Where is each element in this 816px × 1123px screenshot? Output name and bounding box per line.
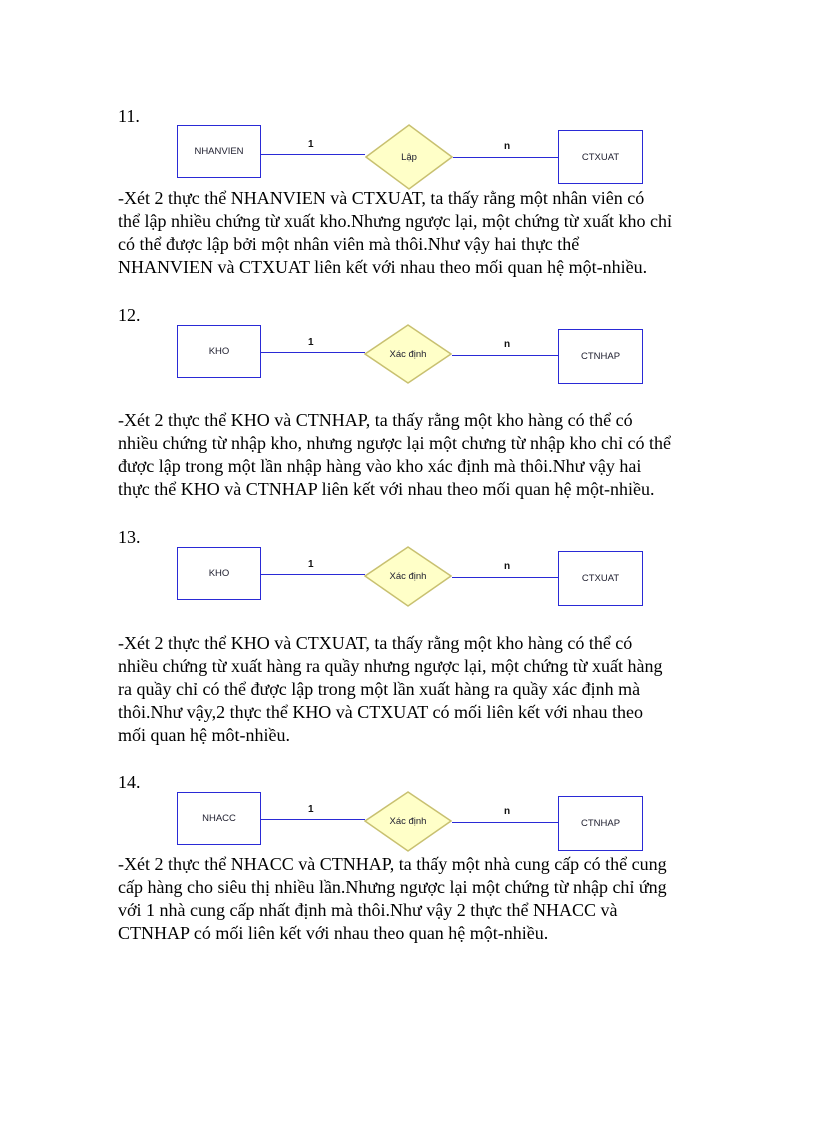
paragraph-13: -Xét 2 thực thể KHO và CTXUAT, ta thấy r… (118, 632, 708, 747)
section-number: 12. (118, 305, 141, 325)
paragraph-line: với 1 nhà cung cấp nhất định mà thôi.Như… (118, 900, 618, 920)
relationship-diamond: Lập (365, 124, 453, 190)
relationship-diamond: Xác định (364, 546, 452, 607)
paragraph-line: -Xét 2 thực thể KHO và CTXUAT, ta thấy r… (118, 633, 633, 653)
section-number: 14. (118, 772, 141, 792)
entity-box-left: NHACC (177, 792, 261, 845)
paragraph-line: NHANVIEN và CTXUAT liên kết với nhau the… (118, 257, 648, 277)
section-number: 13. (118, 527, 141, 547)
relationship-label: Xác định (389, 348, 427, 360)
entity-box-right: CTNHAP (558, 329, 643, 384)
diamond-shape-icon (365, 124, 453, 190)
diamond-shape-icon (364, 791, 452, 852)
paragraph-line: có thể được lập bởi một nhân viên mà thô… (118, 234, 580, 254)
er-diagram-11: NHANVIEN 1 Lập n CTXUAT (170, 122, 650, 192)
connector-line-left (261, 352, 365, 353)
paragraph-line: cấp hàng cho siêu thị nhiều lần.Nhưng ng… (118, 877, 667, 897)
relationship-label: Xác định (389, 816, 427, 827)
entity-box-right: CTXUAT (558, 551, 643, 606)
paragraph-11: -Xét 2 thực thể NHANVIEN và CTXUAT, ta t… (118, 187, 708, 279)
entity-box-right: CTXUAT (558, 130, 643, 184)
connector-line-left (261, 154, 365, 155)
cardinality-right: n (504, 806, 511, 817)
er-diagram-12: KHO 1 Xác định n CTNHAP (170, 322, 650, 392)
cardinality-left: 1 (308, 139, 314, 150)
cardinality-left: 1 (308, 804, 314, 815)
cardinality-right: n (504, 339, 511, 350)
section-number: 11. (118, 106, 140, 126)
relationship-label: Xác định (389, 571, 427, 582)
entity-box-left: KHO (177, 547, 261, 600)
connector-line-right (452, 355, 558, 356)
er-diagram-13: KHO 1 Xác định n CTXUAT (170, 544, 650, 614)
connector-line-right (452, 577, 558, 578)
paragraph-14: -Xét 2 thực thể NHACC và CTNHAP, ta thấy… (118, 853, 708, 945)
er-diagram-14: NHACC 1 Xác định n CTNHAP (170, 789, 650, 859)
entity-box-left: KHO (177, 325, 261, 378)
paragraph-line: nhiều chứng từ nhập kho, nhưng ngược lại… (118, 433, 671, 453)
relationship-diamond: Xác định (364, 791, 452, 852)
connector-line-right (453, 157, 558, 158)
cardinality-left: 1 (308, 337, 314, 348)
paragraph-line: ra quầy chỉ có thể được lập trong một lầ… (118, 679, 641, 699)
entity-box-left: NHANVIEN (177, 125, 261, 178)
entity-box-right: CTNHAP (558, 796, 643, 851)
diamond-shape-icon (364, 546, 452, 607)
paragraph-line: mối quan hệ môt-nhiều. (118, 725, 290, 745)
connector-line-right (452, 822, 558, 823)
relationship-diamond: Xác định (364, 324, 452, 384)
cardinality-left: 1 (308, 559, 314, 570)
cardinality-right: n (504, 141, 511, 152)
relationship-label: Lập (401, 151, 417, 163)
paragraph-line: -Xét 2 thực thể NHANVIEN và CTXUAT, ta t… (118, 188, 645, 208)
paragraph-line: thôi.Như vậy,2 thực thể KHO và CTXUAT có… (118, 702, 643, 722)
diamond-shape-icon (364, 324, 452, 384)
paragraph-line: thể lập nhiều chứng từ xuất kho.Nhưng ng… (118, 211, 672, 231)
paragraph-line: thực thể KHO và CTNHAP liên kết với nhau… (118, 479, 655, 499)
paragraph-line: CTNHAP có mối liên kết với nhau theo qua… (118, 923, 549, 943)
paragraph-line: -Xét 2 thực thể NHACC và CTNHAP, ta thấy… (118, 854, 667, 874)
connector-line-left (261, 819, 365, 820)
paragraph-line: được lập trong một lần nhập hàng vào kho… (118, 456, 642, 476)
connector-line-left (261, 574, 365, 575)
cardinality-right: n (504, 561, 511, 572)
paragraph-12: -Xét 2 thực thể KHO và CTNHAP, ta thấy r… (118, 409, 708, 501)
paragraph-line: nhiều chứng từ xuất hàng ra quầy nhưng n… (118, 656, 663, 676)
paragraph-line: -Xét 2 thực thể KHO và CTNHAP, ta thấy r… (118, 410, 633, 430)
